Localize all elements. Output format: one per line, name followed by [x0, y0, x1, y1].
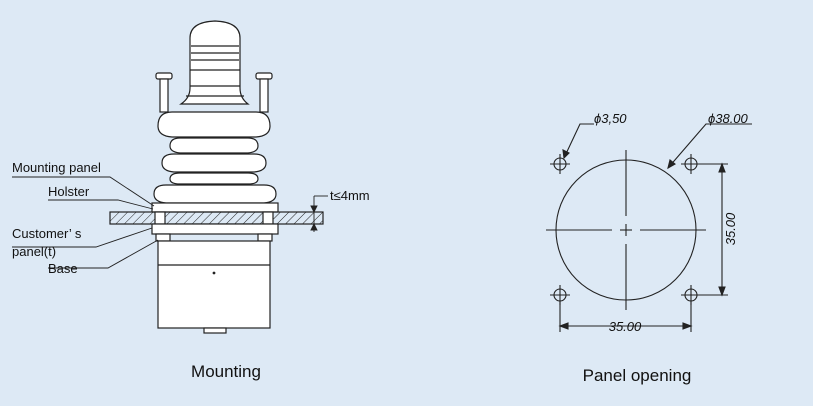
mounting-screw-right [255, 72, 273, 113]
vertical-spacing-label: 35.00 [723, 212, 738, 245]
label-customers-panel-line2: panel(t) [12, 244, 56, 259]
nut-left [155, 233, 171, 242]
label-mounting-panel: Mounting panel [12, 160, 101, 175]
rubber-boot [153, 111, 277, 204]
switch-body [157, 240, 271, 329]
joystick-mounting-drawing [109, 20, 324, 334]
caption-mounting: Mounting [191, 362, 261, 381]
holster [151, 202, 279, 213]
label-base: Base [48, 261, 78, 276]
mounting-screw-left [155, 72, 173, 113]
label-customers-panel-line1: Customer’ s [12, 226, 82, 241]
cable-exit [203, 327, 227, 334]
hole-top-left [550, 154, 570, 174]
joystick-grip [179, 20, 250, 105]
customers-panel [109, 211, 324, 225]
panel-opening-drawing [546, 123, 752, 332]
opening-diameter-label: ϕ38.00 [708, 111, 749, 126]
caption-panel-opening: Panel opening [583, 366, 692, 385]
hole-diameter-label: ϕ3,50 [594, 111, 627, 126]
label-leaders [12, 176, 328, 269]
label-thickness: t≤4mm [330, 188, 370, 203]
base-flange [151, 223, 279, 235]
nut-right [257, 233, 273, 242]
label-holster: Holster [48, 184, 90, 199]
horizontal-spacing-label: 35.00 [609, 319, 642, 334]
